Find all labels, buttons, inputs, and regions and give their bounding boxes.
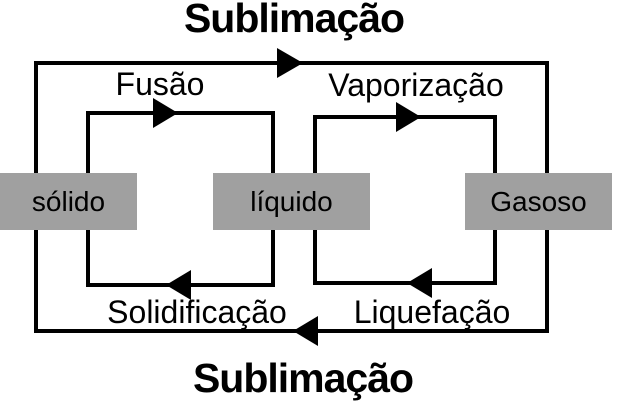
label-liquefaction: Liquefação <box>353 294 511 330</box>
state-box-liquid: líquido <box>213 173 370 230</box>
fusion-arrowhead-icon <box>153 98 178 128</box>
liquefaction-arrowhead-icon <box>407 268 432 298</box>
label-solidification: Solidificação <box>107 294 287 330</box>
label-fusion: Fusão <box>115 66 205 102</box>
sublimation-top-arrowhead-icon <box>277 48 303 78</box>
state-box-gas: Gasoso <box>465 173 612 230</box>
state-label-gas: Gasoso <box>490 185 587 217</box>
solidification-arrowhead-icon <box>166 270 191 300</box>
vaporization-arrowhead-icon <box>396 102 421 132</box>
sublimation-bottom-arrowhead-icon <box>293 316 318 346</box>
state-label-solid: sólido <box>31 185 106 217</box>
label-sublimation-bottom: Sublimação <box>192 355 414 401</box>
state-box-solid: sólido <box>0 173 137 230</box>
label-vaporization: Vaporização <box>328 67 504 103</box>
label-sublimation-top: Sublimação <box>183 0 405 41</box>
state-label-liquid: líquido <box>250 185 333 217</box>
